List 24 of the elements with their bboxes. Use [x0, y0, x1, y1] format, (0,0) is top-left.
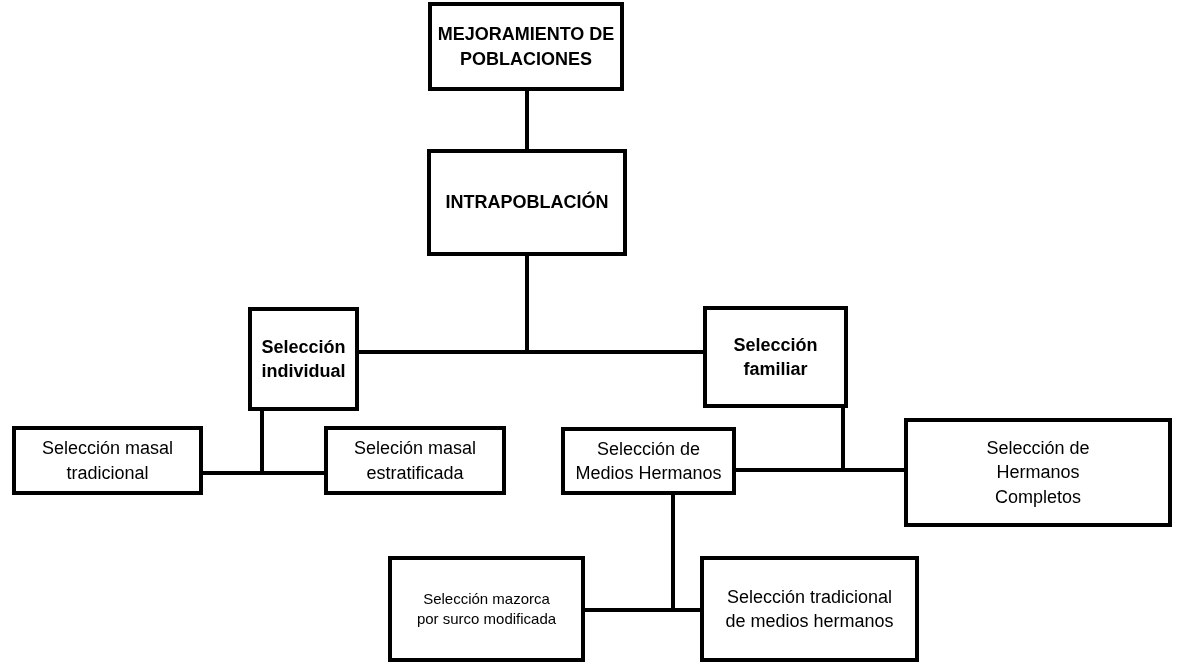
- node-label: Selección familiar: [732, 333, 819, 381]
- node-label: Seleción masal estratificada: [352, 437, 478, 485]
- connector-line: [260, 411, 324, 475]
- node-label: Selección individual: [260, 335, 347, 383]
- connector-line: [525, 91, 529, 149]
- text-box: [428, 2, 624, 91]
- node-label: Selección tradicional de medios hermanos: [724, 585, 895, 633]
- text-box: [561, 427, 736, 495]
- node-label: Selección de Medios Hermanos: [574, 437, 723, 485]
- node-label: Selección de Hermanos Completos: [985, 437, 1091, 509]
- connector-line: [841, 408, 904, 472]
- node-label: MEJORAMIENTO DE POBLACIONES: [436, 23, 616, 71]
- text-box: [12, 426, 203, 495]
- text-box: [427, 149, 627, 256]
- node-label: Selección mazorca por surco modificada: [415, 588, 558, 629]
- text-box: [248, 307, 359, 411]
- text-box: [700, 556, 919, 662]
- connector-line: [525, 256, 703, 354]
- text-box: [904, 418, 1172, 527]
- text-box: [703, 306, 848, 408]
- node-label: INTRAPOBLACIÓN: [445, 190, 609, 215]
- text-box: [324, 426, 506, 495]
- node-label: Selección masal tradicional: [40, 437, 175, 485]
- text-box: [388, 556, 585, 662]
